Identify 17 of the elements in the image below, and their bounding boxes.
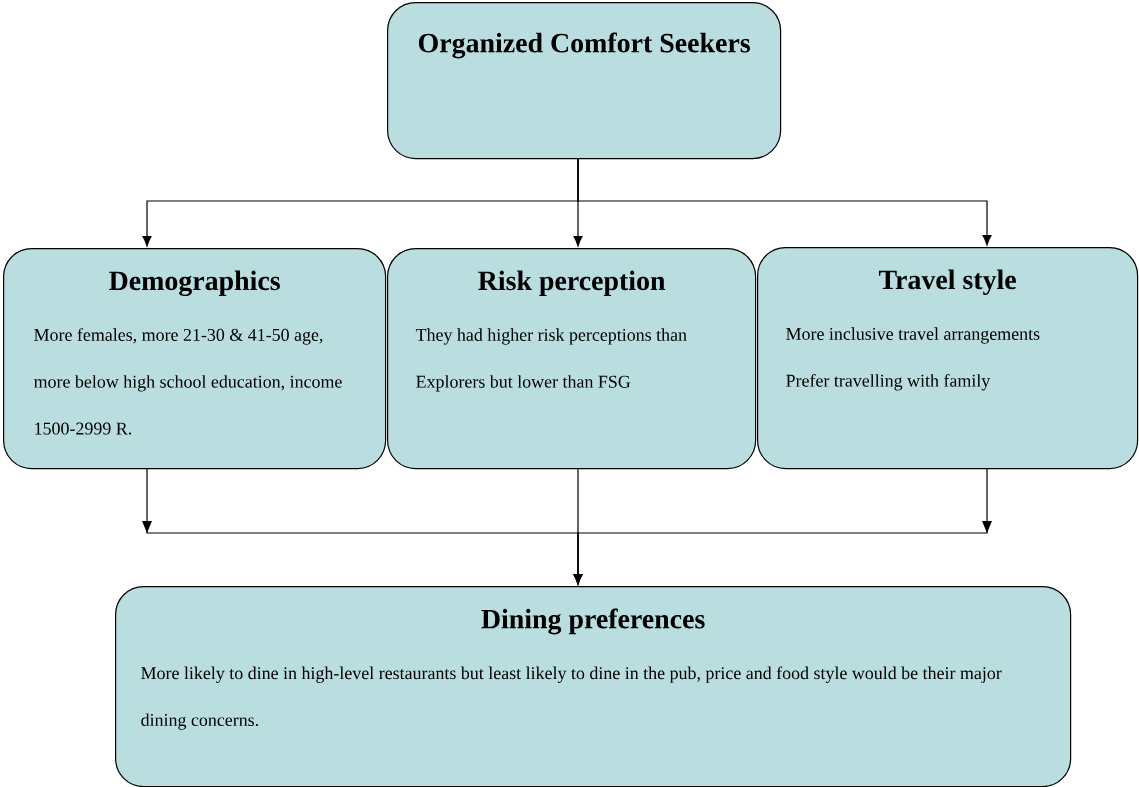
body-text: More females, more 21-30 & 41-50 age, more below high school education, income 1500-2999 R. <box>34 328 342 435</box>
rounded-box <box>115 586 1072 787</box>
arrow <box>573 467 988 585</box>
rounded-box <box>757 247 1139 470</box>
rounded-box <box>387 248 757 470</box>
rounded-box <box>3 248 387 470</box>
heading: Dining preferences <box>481 608 705 635</box>
body-text: Prefer travelling with family <box>786 373 991 391</box>
body-text: More inclusive travel arrangements <box>786 327 1040 344</box>
arrow <box>577 157 992 246</box>
title: Organized Comfort Seekers <box>418 32 750 59</box>
heading: Risk perception <box>478 270 666 296</box>
heading: Demographics <box>109 270 280 297</box>
rounded-box <box>387 2 782 160</box>
heading: Travel style <box>878 269 1016 295</box>
body-text: They had higher risk perceptions than Explorers but lower than FSG <box>415 328 687 392</box>
body-text: More likely to dine in high-level restaurants but least likely to dine in the pub, price and food style would be their major dining concerns. <box>141 666 1002 730</box>
